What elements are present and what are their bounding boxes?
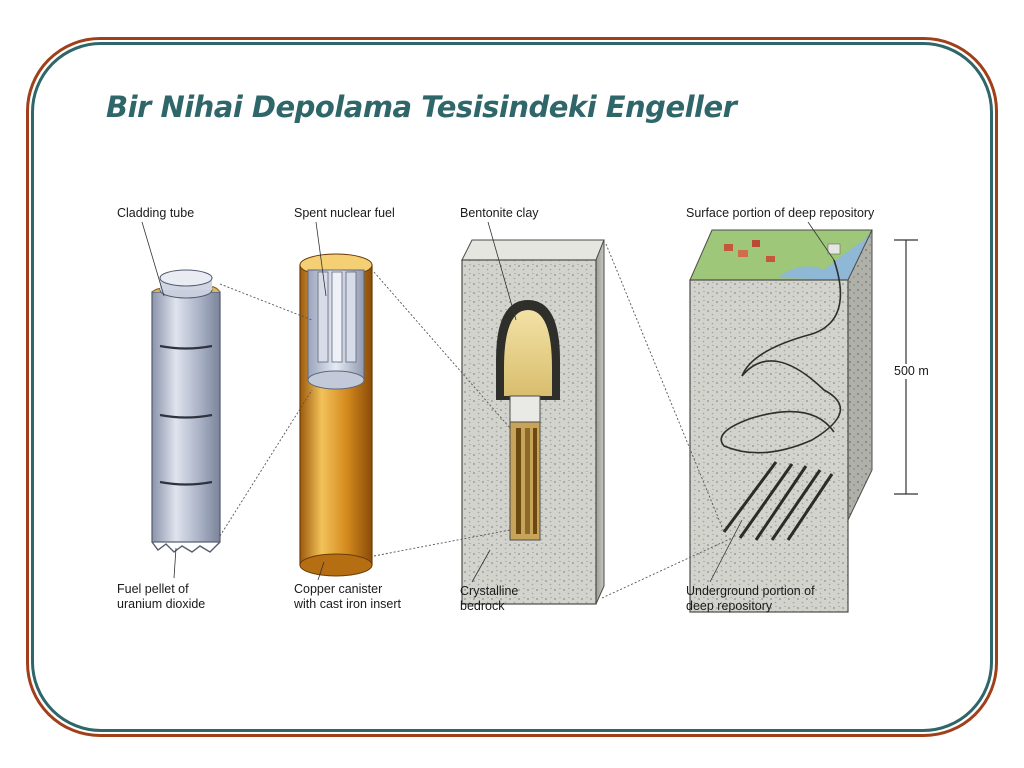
label-cladding-tube: Cladding tube xyxy=(117,206,195,220)
label-bentonite-clay: Bentonite clay xyxy=(460,206,539,220)
label-crystalline-line1: Crystalline xyxy=(460,584,519,598)
label-crystalline-bedrock: Crystalline bedrock xyxy=(460,584,518,614)
label-fuel-pellet: Fuel pellet of uranium dioxide xyxy=(117,582,205,612)
label-underground-line1: Underground portion of xyxy=(686,584,815,598)
label-depth: 500 m xyxy=(894,364,932,379)
label-copper-canister: Copper canister with cast iron insert xyxy=(294,582,401,612)
slide-title: Bir Nihai Depolama Tesisindeki Engeller xyxy=(106,90,737,124)
cladding-tube-illustration xyxy=(151,269,221,553)
slide-frame-outer xyxy=(26,37,998,737)
deposition-block-illustration xyxy=(461,239,605,605)
label-copper-line1: Copper canister xyxy=(294,582,383,596)
label-crystalline-line2: bedrock xyxy=(460,599,505,613)
label-underground-portion: Underground portion of deep repository xyxy=(686,584,815,614)
slide-frame-inner xyxy=(31,42,993,732)
connector-lines xyxy=(219,243,733,599)
label-fuel-pellet-line1: Fuel pellet of xyxy=(117,582,189,596)
repository-barriers-figure: Cladding tube Spent nuclear fuel Bentoni… xyxy=(112,200,934,622)
label-spent-fuel: Spent nuclear fuel xyxy=(294,206,395,220)
label-underground-line2: deep repository xyxy=(686,599,773,613)
label-copper-line2: with cast iron insert xyxy=(294,597,401,611)
repository-block-illustration xyxy=(689,229,873,613)
label-surface-portion: Surface portion of deep repository xyxy=(686,206,875,220)
label-fuel-pellet-line2: uranium dioxide xyxy=(117,597,206,611)
copper-canister-illustration xyxy=(299,253,373,577)
leader-lines xyxy=(141,221,835,583)
figure-illustration xyxy=(141,221,918,613)
